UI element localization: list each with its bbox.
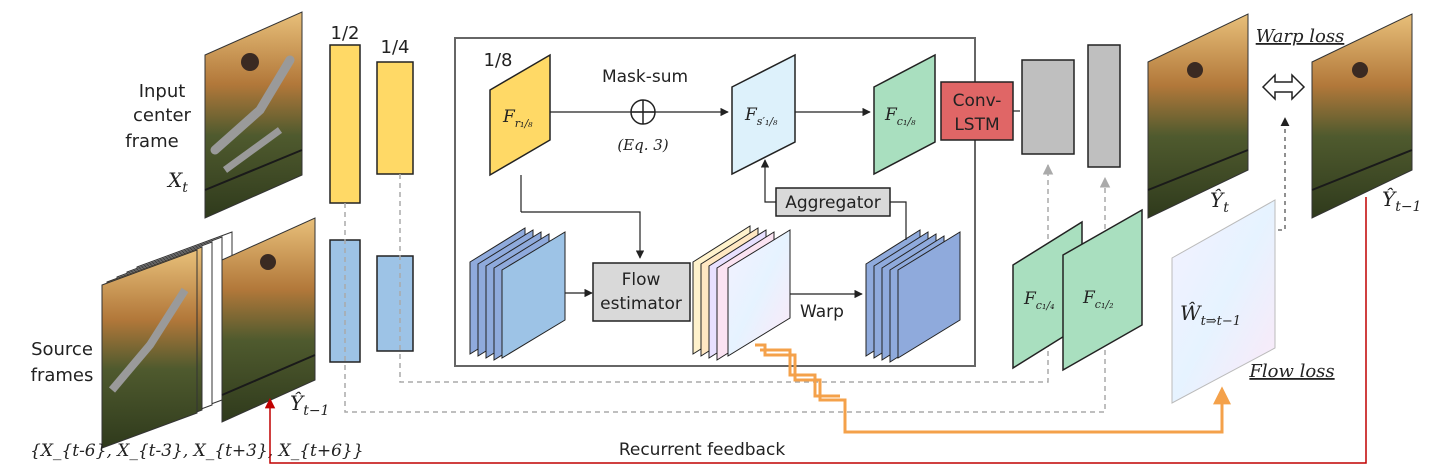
encoder-bar-half-yellow: [329, 44, 361, 204]
encoder-bar-quarter-yellow: [376, 61, 414, 175]
scale-quarter-label: 1/4: [381, 37, 410, 58]
line-warped-to-aggregator: [890, 201, 907, 240]
fc2-feature-map: [1062, 208, 1143, 372]
flow-maps-stack: [692, 225, 791, 361]
yhat-t-label: Ŷt: [1210, 188, 1229, 216]
dashed-flow-to-warp-loss: [1278, 117, 1290, 231]
xt-label: Xt: [166, 168, 188, 196]
encoder-bar-quarter-blue: [376, 255, 414, 352]
source-label-line2: frames: [31, 365, 94, 386]
yhat-prev-label: Ŷt−1: [290, 391, 329, 419]
central-module-box: [454, 37, 976, 367]
yhat-out-prev-label: Ŷt−1: [1382, 187, 1421, 215]
w-hat-label: Ŵt⇒t−1: [1180, 301, 1241, 329]
previous-output-image: [1311, 13, 1413, 219]
fc4-label: Fc₁/₄: [1023, 289, 1054, 312]
fs-feature-map: [731, 53, 796, 176]
convlstm-label-line2: LSTM: [954, 115, 999, 135]
aggregator-label: Aggregator: [785, 193, 881, 213]
mask-sum-label: Mask-sum: [602, 67, 688, 87]
fc8-label: Fc₁/₈: [884, 105, 916, 128]
arrow-fr-to-flow: [521, 211, 645, 259]
arrow-aggregator-to-fs: [760, 159, 776, 203]
recurrent-feedback-label: Recurrent feedback: [619, 440, 785, 460]
recurrent-feedback-path: [264, 197, 1367, 464]
fc8-feature-map: [873, 53, 936, 176]
skip-connection-half: [344, 176, 1111, 413]
previous-output-frame-image: [221, 217, 316, 423]
source-feature-stack: [469, 227, 566, 361]
flow-supervision-path: [755, 343, 1231, 434]
fr-feature-map: [489, 53, 551, 177]
scale-half-label: 1/2: [331, 23, 360, 44]
flow-path-highlight: [760, 348, 840, 398]
warped-flow-map: [1171, 199, 1276, 404]
source-label-line1: Source: [31, 339, 93, 360]
fs-label: Fs′₁/₈: [744, 105, 778, 128]
warp-label: Warp: [800, 302, 844, 322]
fc2-label: Fc₁/₂: [1082, 288, 1113, 311]
warp-loss-label: Warp loss: [1256, 26, 1345, 47]
flow-estimator-label-line2: estimator: [600, 294, 682, 314]
input-center-frame-image: [204, 11, 303, 219]
warped-feature-stack: [865, 229, 961, 363]
convlstm-label-line1: Conv-: [953, 91, 1002, 111]
convlstm-block: [940, 81, 1014, 141]
fr-label: Fr₁/₈: [502, 107, 533, 130]
eq-label: (Eq. 3): [617, 136, 668, 154]
output-frame-image: [1147, 13, 1249, 219]
source-set-label: {X_{t-6}, X_{t-3}, X_{t+3}, X_{t+6}}: [30, 441, 364, 461]
flow-estimator-block: [592, 262, 691, 322]
flow-loss-label: Flow loss: [1248, 361, 1334, 382]
input-label-line1: Input: [139, 81, 186, 102]
source-frames-stack: [101, 231, 233, 449]
decoder-block-2: [1087, 44, 1121, 168]
input-label-line3: frame: [125, 131, 178, 152]
double-arrow-icon: [1261, 73, 1306, 101]
input-label-line2: center: [133, 105, 192, 126]
decoder-block-1: [1021, 59, 1075, 155]
flow-estimator-label-line1: Flow: [622, 270, 661, 290]
scale-eighth-label: 1/8: [484, 50, 513, 71]
aggregator-block: [775, 187, 891, 217]
